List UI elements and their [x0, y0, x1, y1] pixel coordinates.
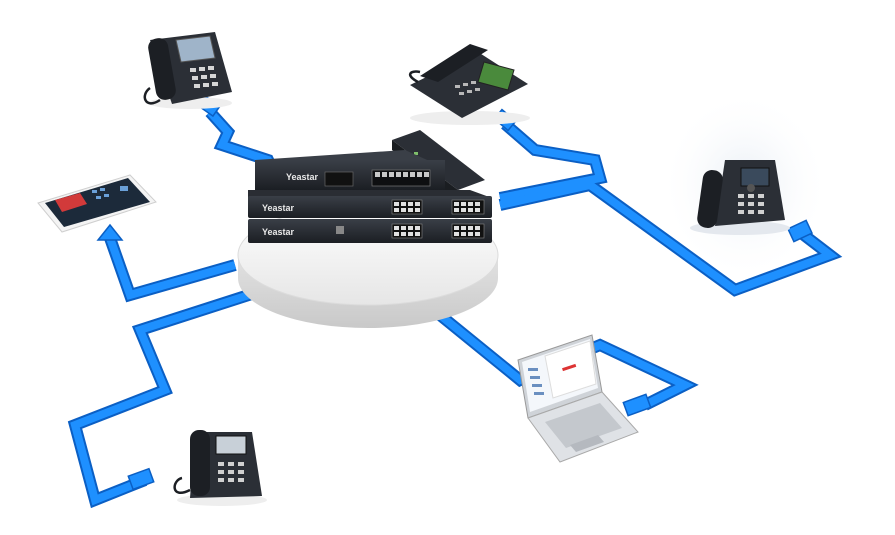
desk-phone-top-center-icon	[409, 44, 530, 125]
port-block	[324, 169, 431, 187]
brand-label: Yeastar	[262, 203, 295, 213]
pbx-unit-rack-2: Yeastar	[248, 219, 492, 243]
tablet-left-icon	[37, 174, 157, 233]
network-cables	[67, 94, 843, 509]
plug-bottom-left	[127, 467, 155, 491]
plug-laptop	[622, 393, 652, 417]
pbx-unit-rack-1: Yeastar	[248, 190, 492, 218]
ethernet-ports	[391, 199, 485, 215]
pbx-unit-middle: Yeastar	[255, 150, 445, 190]
usb-port	[336, 226, 344, 234]
plug-tablet-arrow	[96, 223, 124, 241]
plug-right	[786, 219, 814, 243]
desk-phone-right-icon	[690, 160, 790, 235]
brand-label: Yeastar	[262, 227, 295, 237]
desk-phone-bottom-left-icon	[173, 430, 267, 506]
ethernet-ports	[391, 223, 485, 239]
desk-phone-top-left-icon	[143, 32, 232, 109]
brand-label: Yeastar	[286, 172, 319, 182]
pbx-hub: Yeastar Yeastar	[248, 130, 492, 243]
laptop-bottom-right-icon	[517, 334, 639, 463]
